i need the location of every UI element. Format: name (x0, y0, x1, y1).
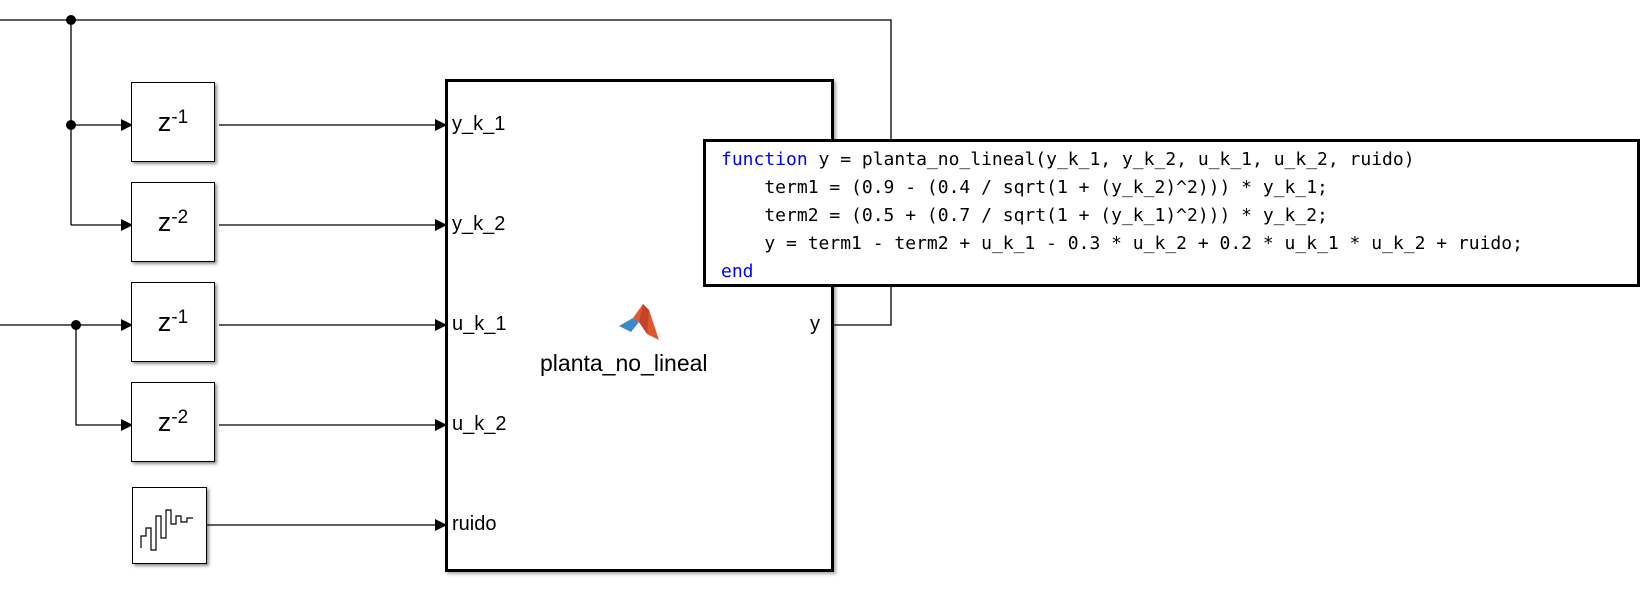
unit-delay-block[interactable]: z-1 (131, 82, 215, 162)
delay-base: z (157, 106, 172, 137)
u-branch-line (75, 325, 133, 431)
input-port-label: y_k_1 (452, 113, 506, 135)
junction-dot (66, 15, 76, 25)
delay-base: z (157, 406, 172, 437)
input-port-label: y_k_2 (452, 213, 506, 235)
code-line-3: term2 = (0.5 + (0.7 / sqrt(1 + (y_k_1)^2… (721, 205, 1328, 226)
unit-delay-block[interactable]: z-2 (131, 382, 215, 462)
delay-exponent: -1 (171, 307, 189, 328)
delay-base: z (157, 206, 172, 237)
matlab-logo-icon (619, 304, 659, 340)
code-panel: function y = planta_no_lineal(y_k_1, y_k… (703, 139, 1640, 287)
input-port-label: u_k_1 (452, 313, 507, 335)
unit-delay-block[interactable]: z-1 (131, 282, 215, 362)
code-line-2: term1 = (0.9 - (0.4 / sqrt(1 + (y_k_2)^2… (721, 177, 1328, 198)
junction-dot (71, 320, 81, 330)
function-block-name: planta_no_lineal (540, 350, 708, 376)
random-signal-icon (140, 509, 193, 551)
unit-delay-block[interactable]: z-2 (131, 182, 215, 262)
code-line-4: y = term1 - term2 + u_k_1 - 0.3 * u_k_2 … (721, 233, 1523, 254)
input-port-label: ruido (452, 513, 497, 535)
delay-exponent: -1 (171, 107, 189, 128)
noise-source-block[interactable] (132, 487, 207, 564)
input-port-label: u_k_2 (452, 413, 507, 435)
code-line-1: function y = planta_no_lineal(y_k_1, y_k… (721, 146, 1637, 174)
delay-base: z (157, 306, 172, 337)
code-keyword: end (721, 261, 754, 282)
code-line-5: end (721, 258, 1637, 286)
code-text: y = planta_no_lineal(y_k_1, y_k_2, u_k_1… (807, 149, 1415, 170)
code-keyword: function (721, 149, 808, 170)
junction-dot (66, 120, 76, 130)
delay-exponent: -2 (171, 207, 189, 228)
output-port-label: y (810, 313, 820, 335)
delay-exponent: -2 (171, 407, 189, 428)
